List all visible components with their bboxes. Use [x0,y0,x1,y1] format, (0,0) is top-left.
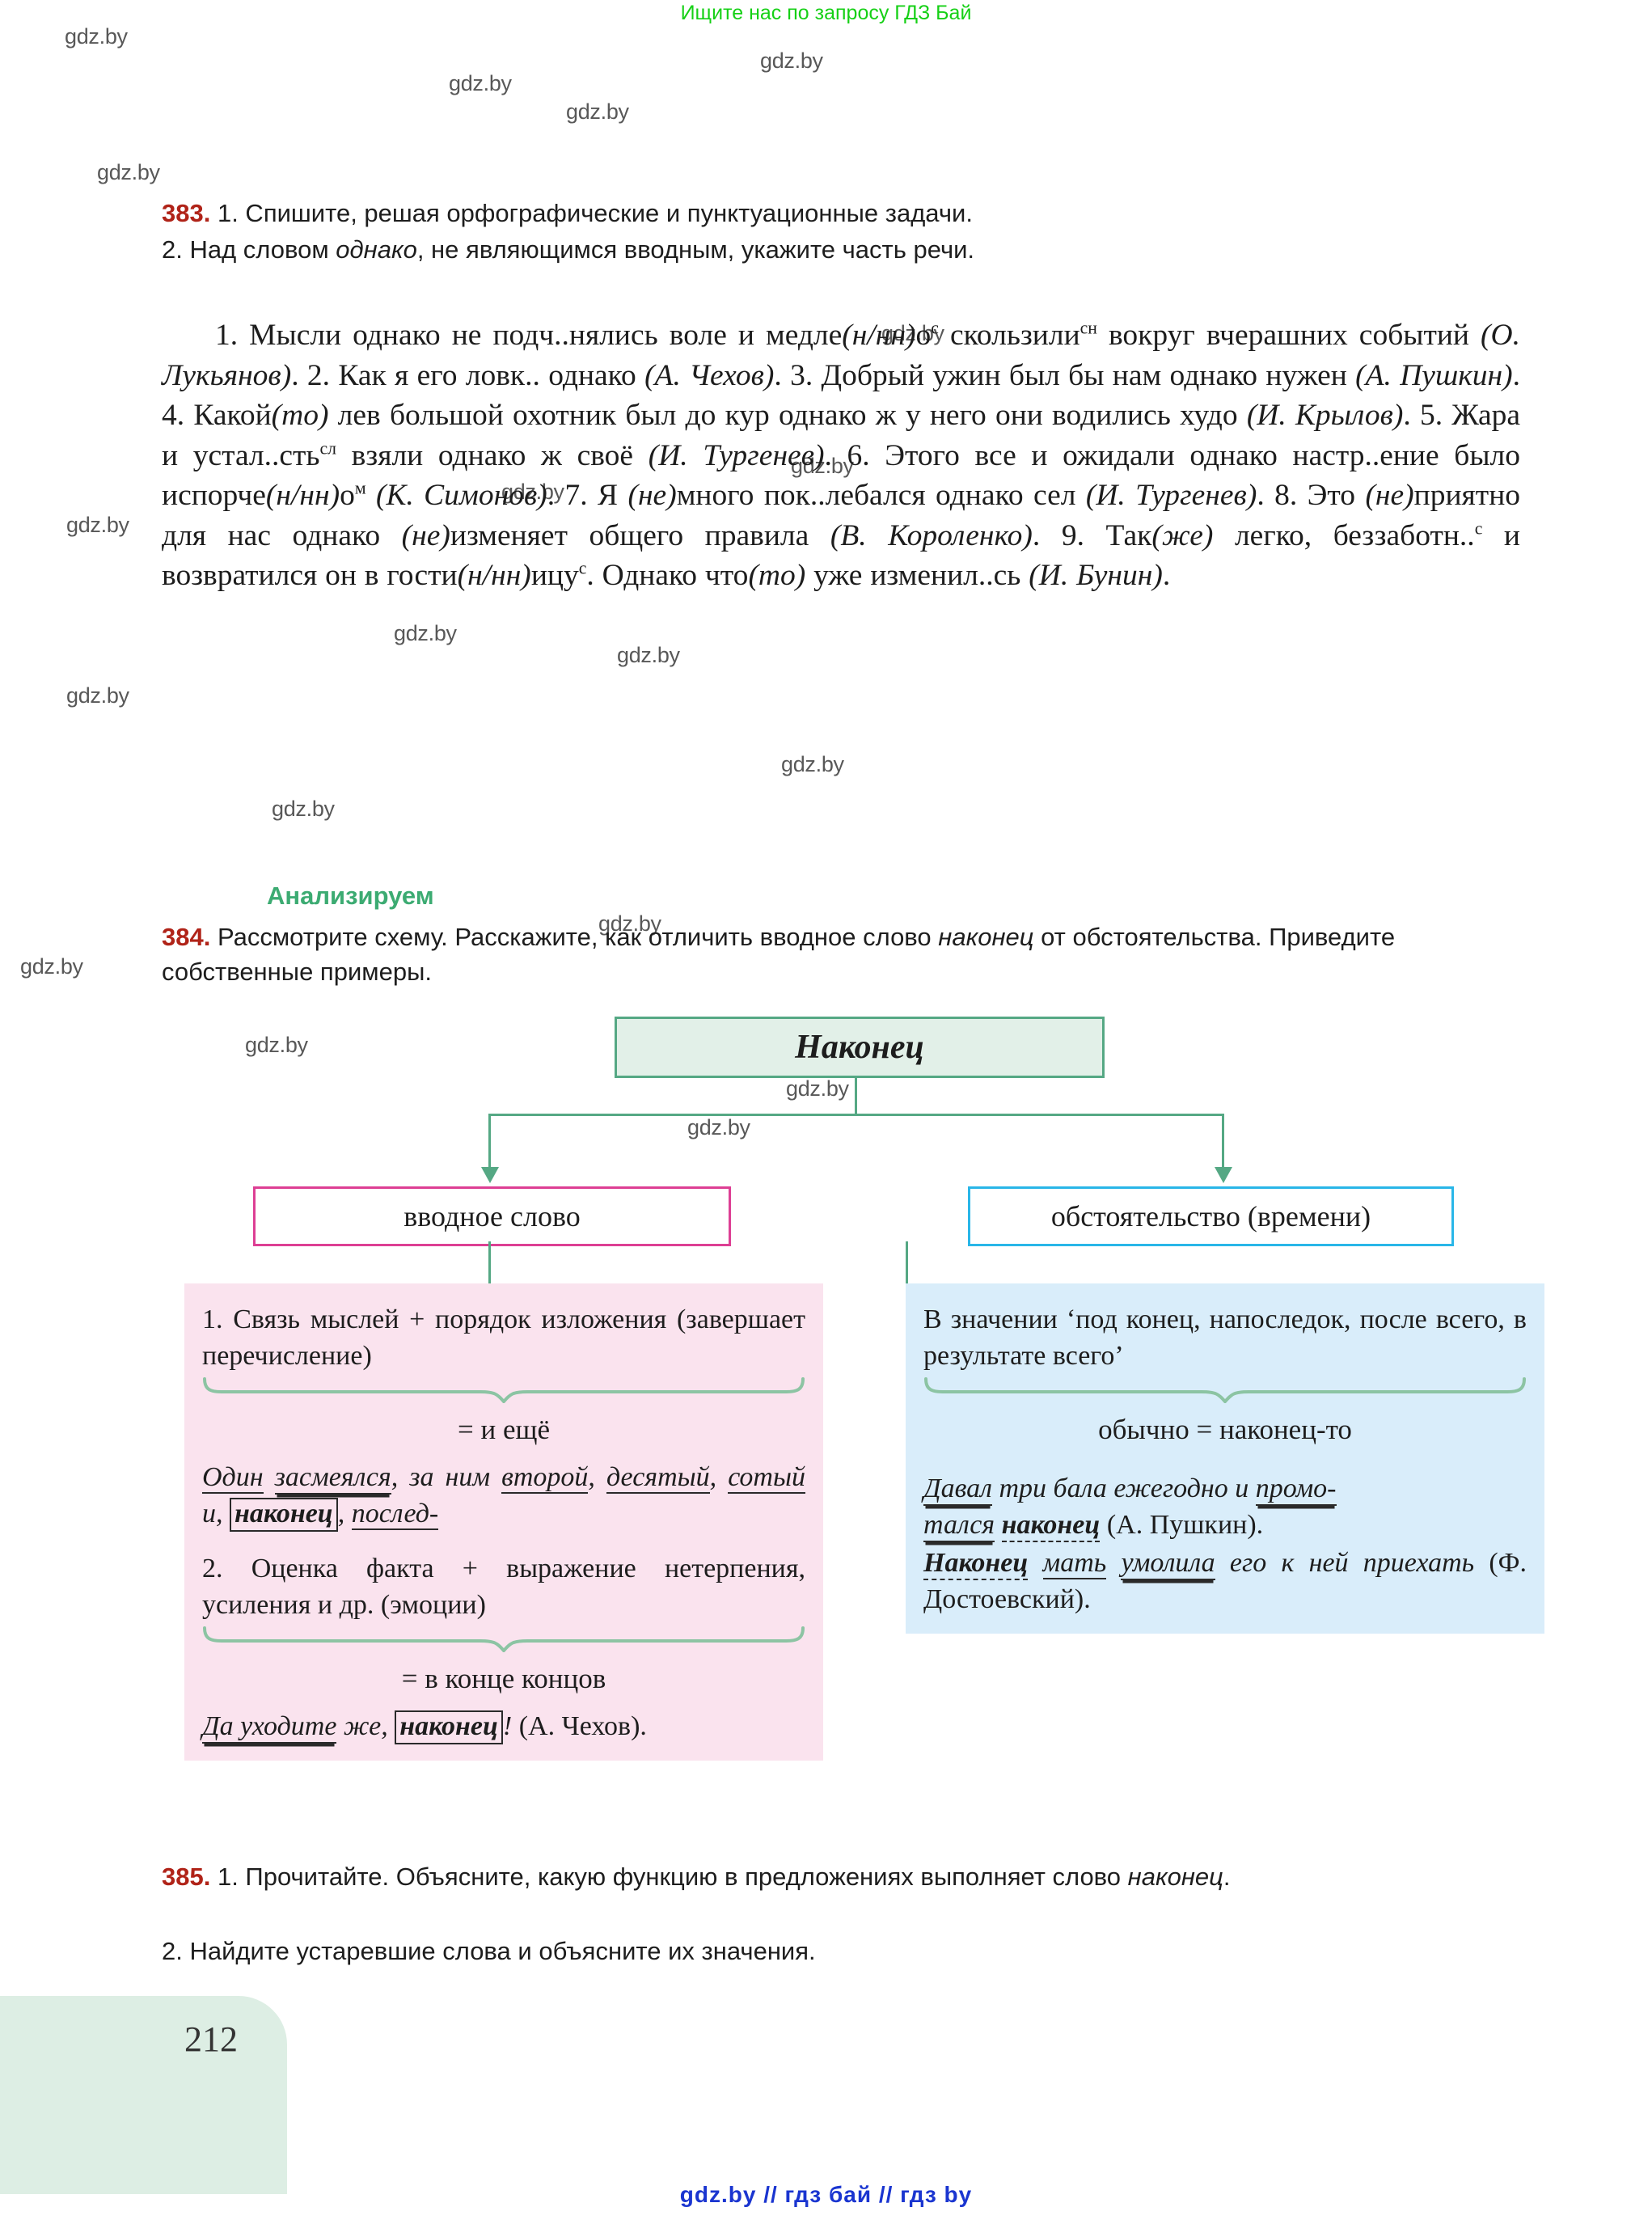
exercise-383-task2-prefix: 2. Над словом [162,235,336,264]
exercise-385-number: 385. [162,1862,211,1891]
exercise-383-number: 383. [162,199,211,227]
exercise-384-task-suffix: от обстоятельства. Приведите собственные… [162,923,1396,986]
connector-horizontal-bar [488,1114,1224,1116]
exercise-384-number: 384. [162,923,211,951]
exercise-385-task1: 385. 1. Прочитайте. Объясните, какую фун… [162,1860,1536,1895]
left-item-2-author: (А. Чехов). [518,1711,647,1741]
diagram-left-category-box: вводное слово [253,1186,731,1246]
connector-root-stem [855,1076,857,1116]
left-item-1-boxed-word: наконец [230,1498,338,1532]
watermark: gdz.by [66,683,129,708]
diagram-root-box: Наконец [615,1017,1105,1078]
page-number: 212 [184,2019,238,2059]
watermark: gdz.by [760,49,823,73]
exercise-384-task-prefix: Рассмотрите схему. Расскажите, как отлич… [217,923,939,951]
brace-icon [924,1377,1526,1403]
arrow-right-icon [1215,1167,1232,1183]
left-item-1-header: 1. Связь мыслей + порядок изложения (зав… [202,1304,805,1371]
exercise-384-task: 384. Рассмотрите схему. Расскажите, как … [162,920,1536,990]
exercise-384-task-keyword: наконец [938,923,1034,951]
exercise-385-task2: 2. Найдите устаревшие слова и объясните … [162,1937,816,1965]
right-item-header: В значении ‘под конец, напоследок, после… [923,1304,1527,1371]
connector-right-category-stem [906,1241,908,1283]
connector-left-drop [488,1114,491,1169]
watermark: gdz.by [65,24,128,49]
site-footer: gdz.by // гдз бай // гдз by [679,2182,973,2207]
brace-icon [203,1626,805,1652]
left-item-2-example: Да уходите же, наконец! (А. Чехов). [202,1708,805,1744]
watermark: gdz.by [449,71,512,95]
watermark: gdz.by [781,752,844,776]
left-item-2-header: 2. Оценка факта + выражение нетерпения, … [202,1554,805,1620]
exercise-383-task2-keyword: однако [336,235,417,264]
connector-left-category-stem [488,1241,491,1283]
exercise-385-task1-prefix: 1. Прочитайте. Объясните, какую функцию … [217,1862,1128,1891]
page-number-block [0,1996,287,2194]
left-item-2-boxed-word: наконец [395,1710,503,1744]
watermark: gdz.by [617,643,680,667]
diagram-left-category-label: вводное слово [403,1200,581,1233]
watermark: gdz.by [566,99,629,124]
right-item-equivalent: обычно = наконец-то [1098,1414,1352,1445]
diagram-right-item: В значении ‘под конец, напоследок, после… [906,1283,1544,1634]
watermark: gdz.by [20,954,83,979]
diagram-right-category-box: обстоятельство (времени) [968,1186,1454,1246]
right-item-example-2: Наконец мать умолила его к ней приехать … [923,1548,1527,1614]
diagram-right-category-label: обстоятельство (времени) [1050,1200,1371,1233]
left-item-2-equivalent: = в конце концов [401,1663,606,1694]
diagram-root-label: Наконец [795,1029,924,1066]
site-promo-banner: Ищите нас по запросу ГДЗ Бай [680,2,972,24]
right-item-example-1: Давал три бала ежегодно и промо-тался на… [923,1470,1527,1543]
diagram-left-item-2: 2. Оценка факта + выражение нетерпения, … [184,1533,823,1761]
watermark: gdz.by [97,160,160,184]
exercise-383-task2-suffix: , не являющимся вводным, укажите часть р… [416,235,975,264]
watermark: gdz.by [394,621,457,645]
arrow-left-icon [481,1167,499,1183]
watermark: gdz.by [66,513,129,537]
watermark: gdz.by [272,797,335,821]
brace-icon [203,1377,805,1403]
section-heading-analiz: Анализируем [267,882,434,910]
left-item-1-equivalent: = и ещё [458,1414,550,1445]
connector-right-drop [1222,1114,1224,1169]
exercise-383-task1-text: 1. Спишите, решая орфографические и пунк… [217,199,973,227]
scheme-nakonec: Наконец вводное слово обстоятельство (вр… [0,999,1652,1856]
exercise-383-sentences: 1. Мысли однако не подч..нялись воле и м… [162,318,1521,592]
exercise-383-task1: 383. 1. Спишите, решая орфографические и… [162,197,1536,231]
exercise-385-task1-keyword: наконец [1127,1862,1223,1891]
exercise-383-task2: 2. Над словом однако, не являющимся ввод… [162,233,1536,268]
exercise-385-task1-suffix: . [1223,1862,1231,1891]
